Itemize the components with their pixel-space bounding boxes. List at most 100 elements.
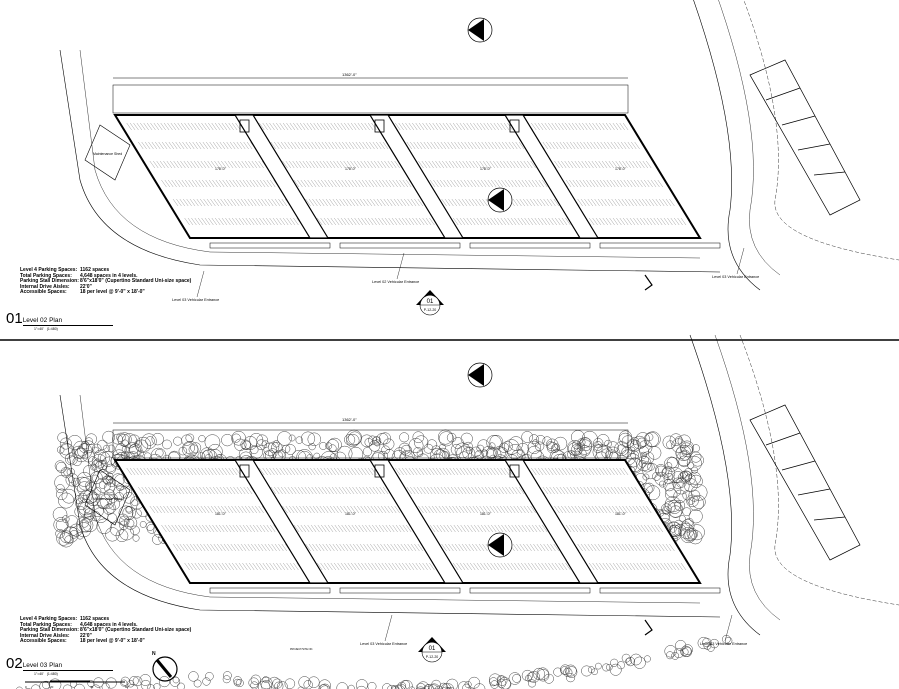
parking-stall bbox=[480, 179, 487, 188]
parking-stall bbox=[465, 198, 471, 207]
parking-stall bbox=[536, 543, 542, 552]
parking-stall bbox=[611, 198, 617, 207]
parking-stall bbox=[459, 217, 466, 226]
parking-stall bbox=[652, 198, 658, 207]
parking-stall bbox=[622, 505, 628, 514]
parking-stall bbox=[389, 524, 395, 533]
parking-stall bbox=[151, 486, 158, 495]
parking-stall bbox=[521, 217, 527, 226]
tree-icon bbox=[198, 435, 206, 443]
parking-stall bbox=[380, 543, 386, 552]
tree-icon bbox=[233, 678, 242, 687]
parking-stall bbox=[593, 486, 600, 495]
parking-stall bbox=[567, 505, 574, 514]
parking-stall bbox=[180, 122, 187, 131]
parking-stall bbox=[211, 122, 217, 131]
tree-icon bbox=[415, 682, 426, 689]
parking-stall bbox=[621, 198, 627, 207]
parking-stall bbox=[190, 160, 196, 169]
parking-stall bbox=[336, 505, 342, 514]
parking-stall bbox=[455, 160, 461, 169]
parking-stall bbox=[225, 562, 231, 571]
parking-stall bbox=[205, 179, 211, 188]
parking-stall bbox=[541, 122, 547, 131]
parking-stall bbox=[159, 160, 166, 169]
parking-stall bbox=[601, 505, 608, 514]
parking-stall bbox=[302, 160, 308, 169]
parking-stall bbox=[272, 562, 279, 571]
tree-icon bbox=[119, 525, 134, 541]
parking-stall bbox=[397, 198, 403, 207]
tree-icon bbox=[91, 474, 100, 482]
tree-icon bbox=[141, 433, 157, 449]
parking-stall bbox=[523, 160, 529, 169]
tree-icon bbox=[60, 466, 72, 478]
parking-stall bbox=[308, 141, 314, 150]
tree-icon bbox=[112, 433, 123, 445]
parking-stall bbox=[674, 562, 680, 571]
parking-stall bbox=[404, 198, 410, 207]
parking-stall bbox=[213, 198, 219, 207]
parking-stall bbox=[241, 160, 247, 169]
parking-stall bbox=[642, 198, 648, 207]
parking-stall bbox=[187, 467, 194, 476]
parking-stall bbox=[599, 179, 606, 188]
parking-stall bbox=[608, 198, 614, 207]
parking-stall bbox=[406, 179, 412, 188]
parking-stall bbox=[372, 141, 379, 150]
parking-stall bbox=[500, 467, 506, 476]
tree-icon bbox=[508, 436, 524, 451]
tree-icon bbox=[658, 480, 666, 488]
parking-stall bbox=[437, 141, 443, 150]
parking-stall bbox=[344, 122, 350, 131]
tree-icon bbox=[446, 678, 459, 689]
parking-stall bbox=[416, 486, 423, 495]
parking-stall bbox=[259, 562, 265, 571]
parking-stall bbox=[551, 467, 557, 476]
tree-icon bbox=[553, 667, 563, 677]
parking-stall bbox=[588, 160, 594, 169]
parking-stall bbox=[581, 505, 587, 514]
parking-stall bbox=[584, 543, 590, 552]
parking-stall bbox=[246, 524, 252, 533]
parking-stall bbox=[171, 179, 177, 188]
parking-stall bbox=[461, 198, 468, 207]
parking-stall bbox=[321, 486, 328, 495]
parking-stall bbox=[340, 505, 346, 514]
parking-stall bbox=[367, 505, 373, 514]
parking-stall bbox=[274, 486, 280, 495]
parking-stall bbox=[528, 524, 534, 533]
parking-stall bbox=[414, 198, 420, 207]
tree-icon bbox=[256, 439, 267, 451]
parking-stall bbox=[533, 543, 539, 552]
parking-stall bbox=[180, 160, 186, 169]
parking-stall bbox=[463, 217, 469, 226]
tree-icon bbox=[528, 670, 540, 683]
parking-stall bbox=[486, 467, 493, 476]
parking-stall bbox=[378, 562, 384, 571]
parking-stall bbox=[478, 198, 485, 207]
parking-stall bbox=[330, 217, 336, 226]
parking-stall bbox=[370, 505, 376, 514]
parking-stall bbox=[289, 505, 295, 514]
parking-stall bbox=[258, 505, 264, 514]
parking-stall bbox=[214, 160, 220, 169]
parking-stall bbox=[214, 122, 221, 131]
parking-stall bbox=[612, 562, 619, 571]
parking-stall bbox=[525, 179, 531, 188]
parking-stall bbox=[261, 543, 267, 552]
parking-stall bbox=[391, 217, 398, 226]
parking-stall bbox=[557, 505, 563, 514]
parking-stall bbox=[517, 562, 523, 571]
tree-icon bbox=[688, 471, 702, 485]
parking-stall bbox=[235, 217, 241, 226]
tree-icon bbox=[288, 434, 296, 442]
parking-stall bbox=[663, 217, 670, 226]
parking-stall bbox=[237, 198, 243, 207]
parking-stall bbox=[367, 467, 374, 476]
parking-stall bbox=[185, 141, 192, 150]
parking-stall bbox=[227, 160, 234, 169]
parking-stall bbox=[538, 217, 544, 226]
parking-stall bbox=[601, 160, 608, 169]
parking-stall bbox=[223, 486, 229, 495]
